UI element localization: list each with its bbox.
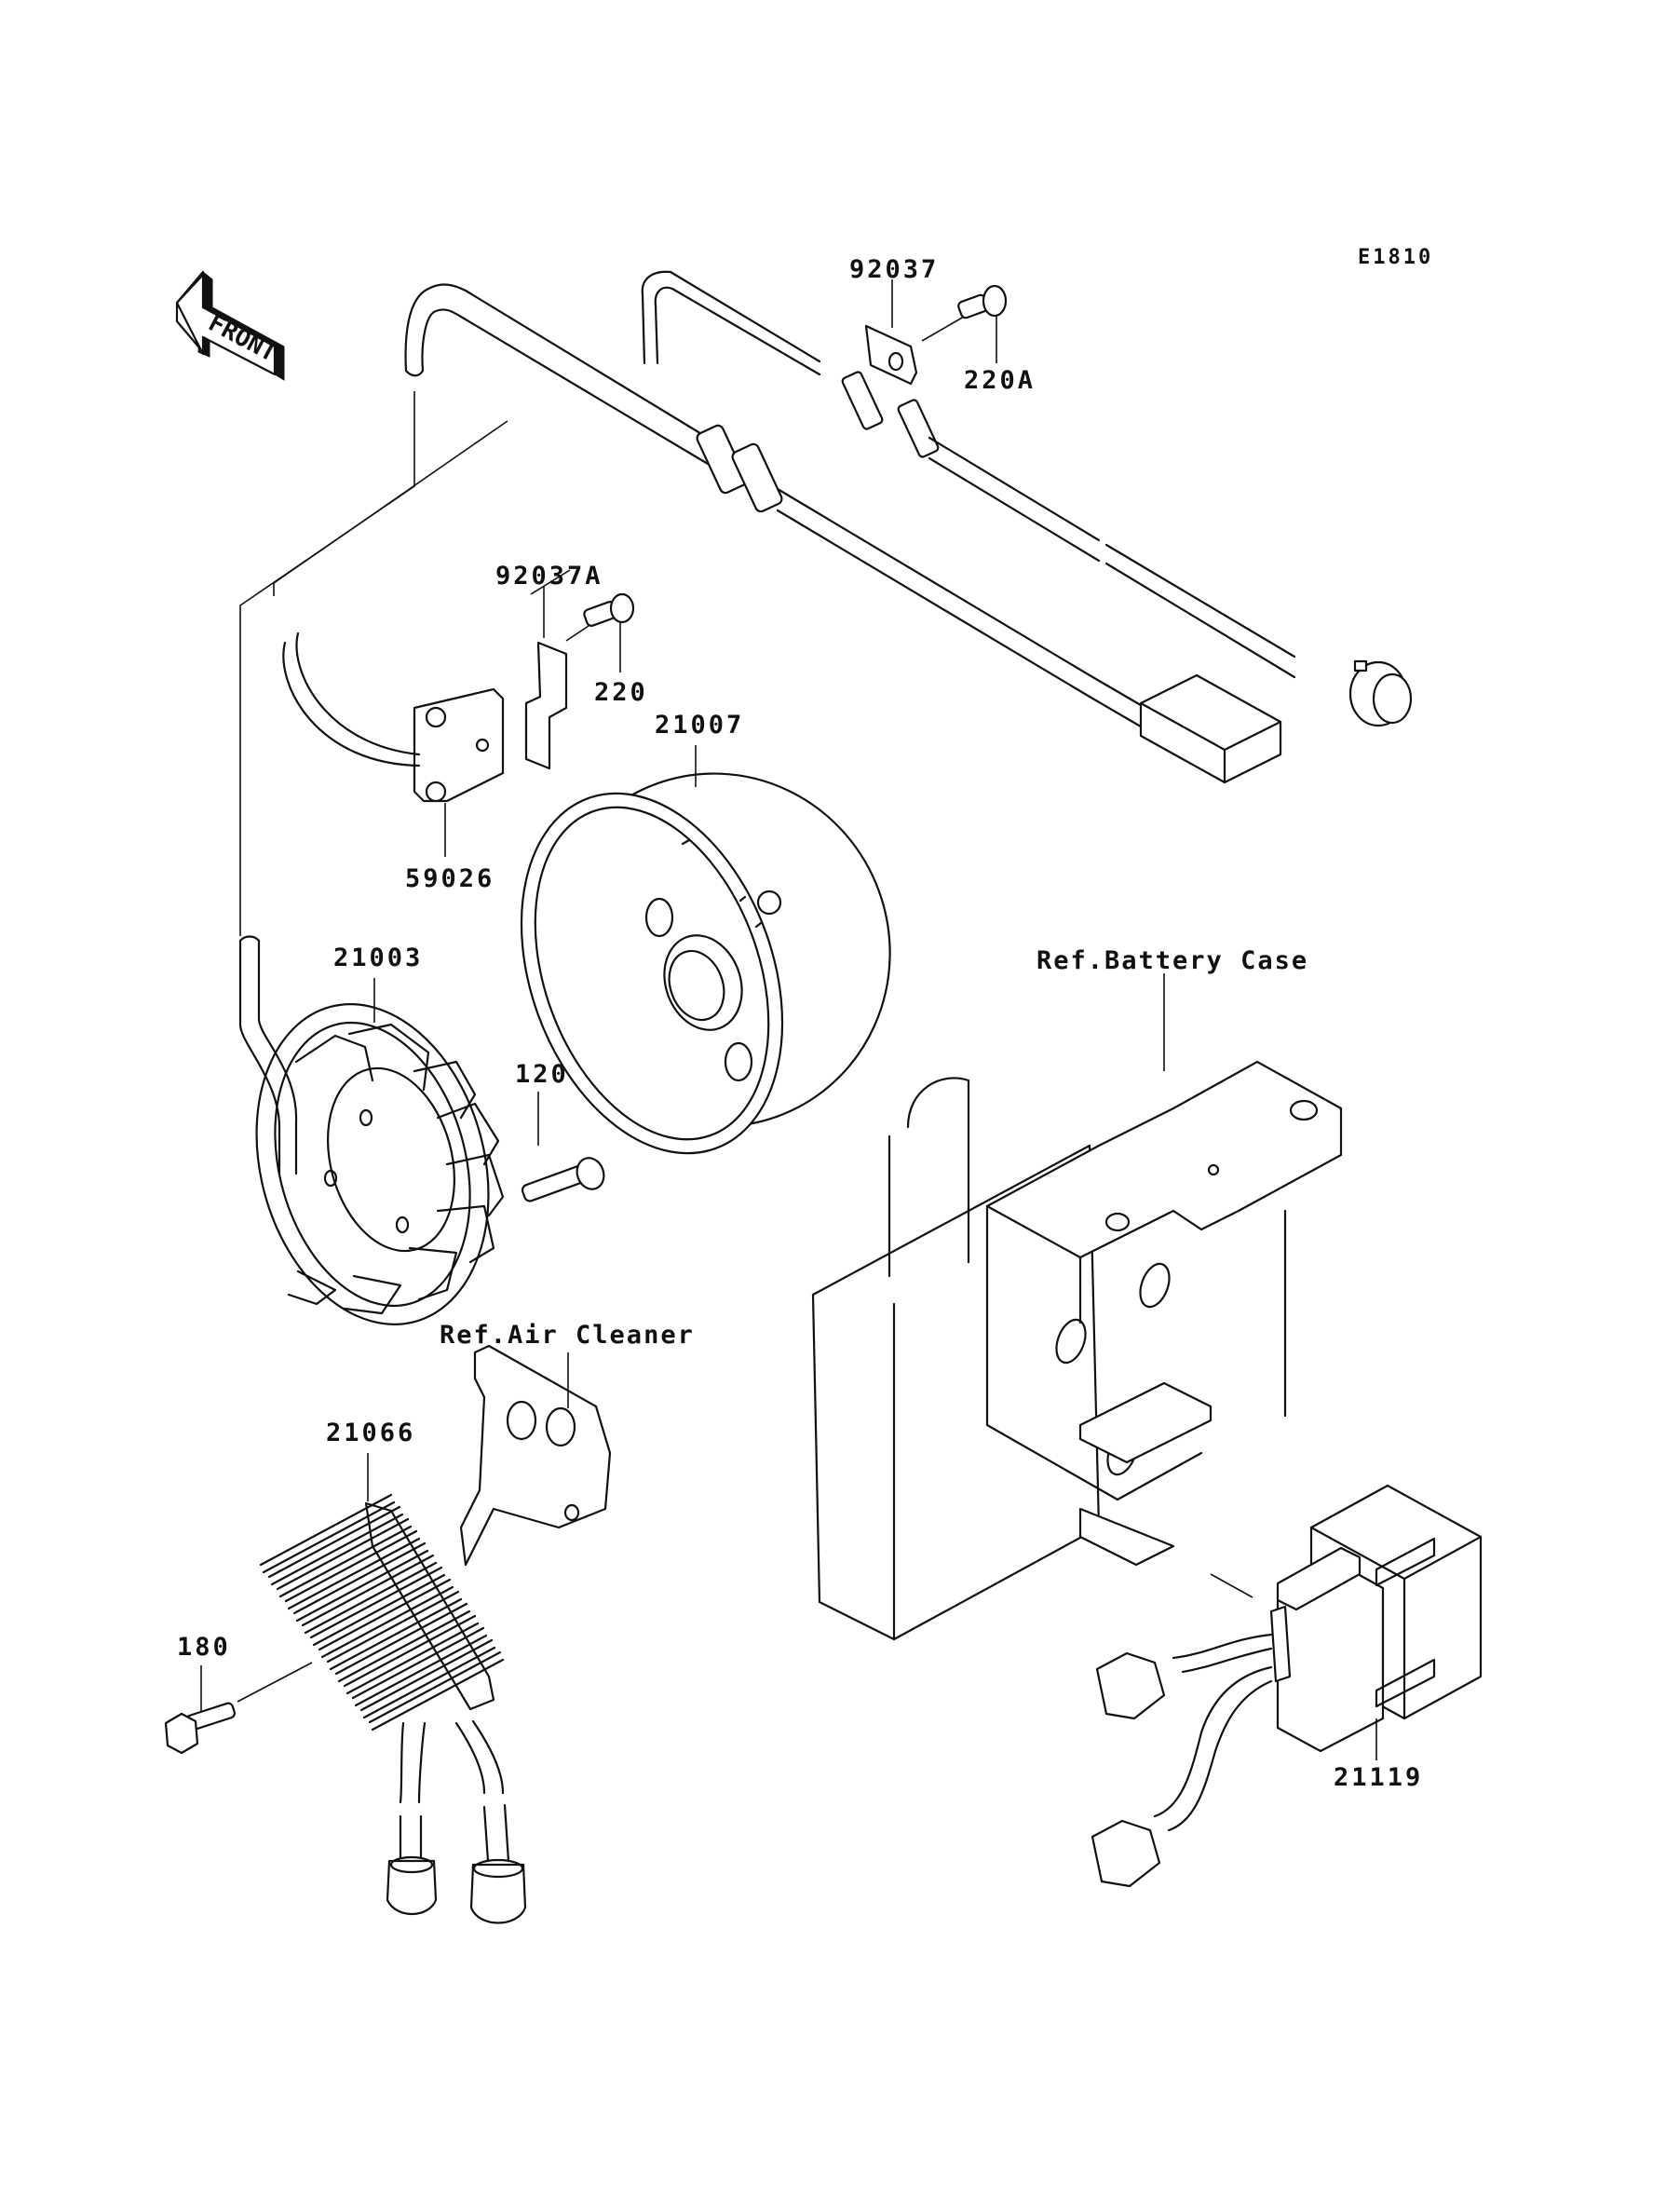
part-92037-clamp xyxy=(864,279,918,386)
label-part-120[interactable]: 120 xyxy=(515,1060,569,1089)
part-21066-regulator xyxy=(259,1453,505,1804)
regulator-fin xyxy=(259,1493,396,1574)
label-part-92037[interactable]: 92037 xyxy=(849,255,940,284)
label-ref-air-cleaner: Ref.Air Cleaner xyxy=(440,1321,695,1350)
regulator-fin xyxy=(343,1614,480,1695)
label-part-180[interactable]: 180 xyxy=(177,1633,231,1662)
diagram-code: E1810 xyxy=(1358,246,1434,269)
part-220-screw xyxy=(565,592,635,672)
regulator-fin xyxy=(292,1541,429,1623)
label-part-220A[interactable]: 220A xyxy=(964,366,1036,395)
regulator-fin xyxy=(334,1602,471,1683)
regulator-fin xyxy=(309,1566,446,1647)
part-120-bolt xyxy=(521,1092,605,1202)
harness-plug-rect xyxy=(1088,673,1282,784)
regulator-fin xyxy=(351,1626,488,1707)
part-220A-screw xyxy=(921,284,1008,363)
label-part-21003[interactable]: 21003 xyxy=(333,944,424,972)
ref-air-cleaner-drawing xyxy=(459,1344,612,1567)
ref-battery-case-drawing xyxy=(811,973,1343,1641)
part-21003-stator xyxy=(238,935,505,1325)
regulator-fin xyxy=(318,1578,454,1659)
label-part-21007[interactable]: 21007 xyxy=(655,711,745,740)
label-part-59026[interactable]: 59026 xyxy=(405,864,495,893)
part-180-bolt xyxy=(164,1662,313,1755)
front-arrow-text: FRONT xyxy=(204,309,281,368)
regulator-connectors xyxy=(386,1803,527,1924)
igniter-wires-connectors xyxy=(1091,1633,1273,1888)
regulator-fin xyxy=(276,1517,413,1598)
front-arrow-icon: FRONT xyxy=(175,270,285,381)
part-92037A-clamp xyxy=(524,587,568,770)
part-21007-rotor xyxy=(520,745,891,1155)
regulator-fin xyxy=(301,1554,438,1635)
wire-harness xyxy=(239,270,821,936)
harness-plug-round xyxy=(1348,659,1413,727)
regulator-fin xyxy=(326,1590,463,1671)
label-part-21066[interactable]: 21066 xyxy=(326,1419,416,1447)
regulator-fin xyxy=(267,1505,404,1586)
part-59026-pickup-coil xyxy=(282,631,505,857)
harness-connectors-upper xyxy=(696,371,1296,699)
label-part-21119[interactable]: 21119 xyxy=(1334,1763,1424,1792)
label-part-220[interactable]: 220 xyxy=(594,678,648,707)
label-part-92037A[interactable]: 92037A xyxy=(495,562,603,591)
label-ref-battery-case: Ref.Battery Case xyxy=(1036,946,1309,975)
regulator-fin xyxy=(359,1638,496,1719)
part-21119-igniter xyxy=(1269,1484,1483,1760)
regulator-fin xyxy=(284,1529,421,1610)
regulator-fin xyxy=(368,1650,505,1731)
